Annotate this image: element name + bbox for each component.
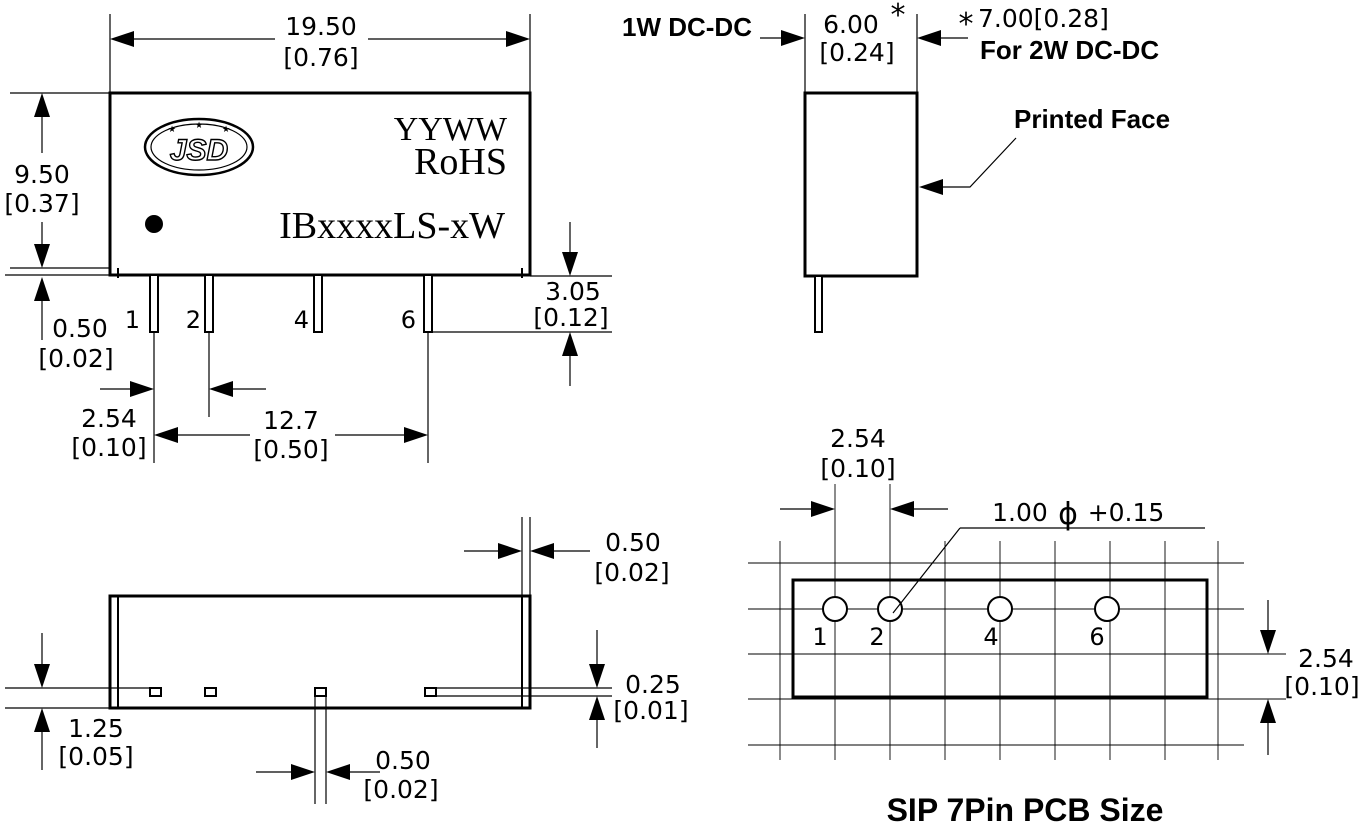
bottom-pin-2 [204,687,217,697]
pcb-pin-label-1: 1 [812,623,827,651]
svg-text:★: ★ [168,124,176,134]
pin-label-6: 6 [401,306,416,334]
pcb-hole-4 [987,596,1013,622]
pcb-hole-2 [877,596,903,622]
pin-width-mm: 0.50 [375,746,431,775]
model-marking: IBxxxxLS-xW [279,205,505,247]
pcb-pin-label-4: 4 [983,623,998,651]
pcb-outline [791,578,1209,699]
svg-text:★: ★ [222,124,230,134]
pin-span-in: [0.50] [253,435,328,464]
svg-text:★: ★ [195,120,203,130]
diameter-symbol: ϕ [1058,497,1078,532]
hole-diameter: 1.00 [992,498,1048,527]
front-width-in: [0.76] [283,43,358,72]
rohs-marking: RoHS [414,141,507,183]
side-width-asterisk: * [891,0,906,33]
front-width-mm: 19.50 [285,12,357,41]
pin-span-mm: 12.7 [263,406,319,435]
pin-from-bottom-in: [0.05] [58,742,133,771]
pin-2 [204,274,214,333]
bottom-pin-4 [314,687,327,697]
alt-width-asterisk: * [959,7,974,42]
pcb-row-pitch-mm: 2.54 [1298,644,1354,673]
standoff-mm: 0.50 [52,314,108,343]
pcb-hole-1 [822,596,848,622]
side-view: 1W DC-DC 6.00 * [0.24] * 7.00[0.28] For … [622,0,1170,333]
hole-tolerance: +0.15 [1088,498,1165,527]
logo-text: JSD [170,134,228,167]
pin-label-4: 4 [294,306,309,334]
alt-width-2w: 7.00[0.28] [978,4,1109,33]
pcb-pitch-mm: 2.54 [830,424,886,453]
side-width-mm: 6.00 [823,10,879,39]
pcb-row-pitch-in: [0.10] [1284,672,1359,701]
pin-6 [423,274,433,333]
pin-length-in: [0.12] [533,303,608,332]
pcb-pin-label-6: 6 [1089,623,1104,651]
pcb-title: SIP 7Pin PCB Size [887,792,1164,825]
standoff-in: [0.02] [38,344,113,373]
pin1-dot-marker [145,215,163,233]
pcb-pitch-in: [0.10] [820,454,895,483]
date-code-marking: YYWW [394,111,508,148]
bottom-pin-6 [424,687,437,697]
pin-from-bottom-mm: 1.25 [68,714,124,743]
case-offset-mm: 0.50 [605,528,661,557]
front-height-in: [0.37] [4,189,79,218]
pin-label-2: 2 [186,306,201,334]
bottom-view: 0.50 [0.02] 1.25 [0.05] 0.25 [0.01] 0.50… [5,517,689,804]
pcb-view: 1 2 4 6 2.54 [0.10] 1.00 ϕ +0.15 2.54 [0… [748,424,1360,825]
case-offset-in: [0.02] [594,558,669,587]
pin-width-in: [0.02] [363,775,438,804]
front-height-mm: 9.50 [14,160,70,189]
label-1w-dcdc: 1W DC-DC [622,12,752,42]
pin-1 [149,274,159,333]
printed-face-label: Printed Face [1014,104,1170,134]
pin-thickness-mm: 0.25 [625,670,681,699]
side-module-body [803,91,919,278]
front-pitch-in: [0.10] [71,433,146,462]
side-pin [814,275,823,333]
bottom-pin-1 [149,687,162,697]
pin-length-mm: 3.05 [545,277,601,306]
pcb-pin-label-2: 2 [869,623,884,651]
pin-thickness-in: [0.01] [613,696,688,725]
label-2w-dcdc: For 2W DC-DC [980,35,1159,65]
pin-label-1: 1 [125,306,140,334]
pin-4 [313,274,323,333]
pcb-hole-6 [1094,596,1120,622]
front-pitch-mm: 2.54 [81,404,137,433]
side-width-in: [0.24] [819,38,894,67]
jsd-logo: JSD ★ ★ ★ [143,117,255,177]
front-view: JSD ★ ★ ★ YYWW RoHS IBxxxxLS-xW 1 2 4 6 … [4,12,612,464]
